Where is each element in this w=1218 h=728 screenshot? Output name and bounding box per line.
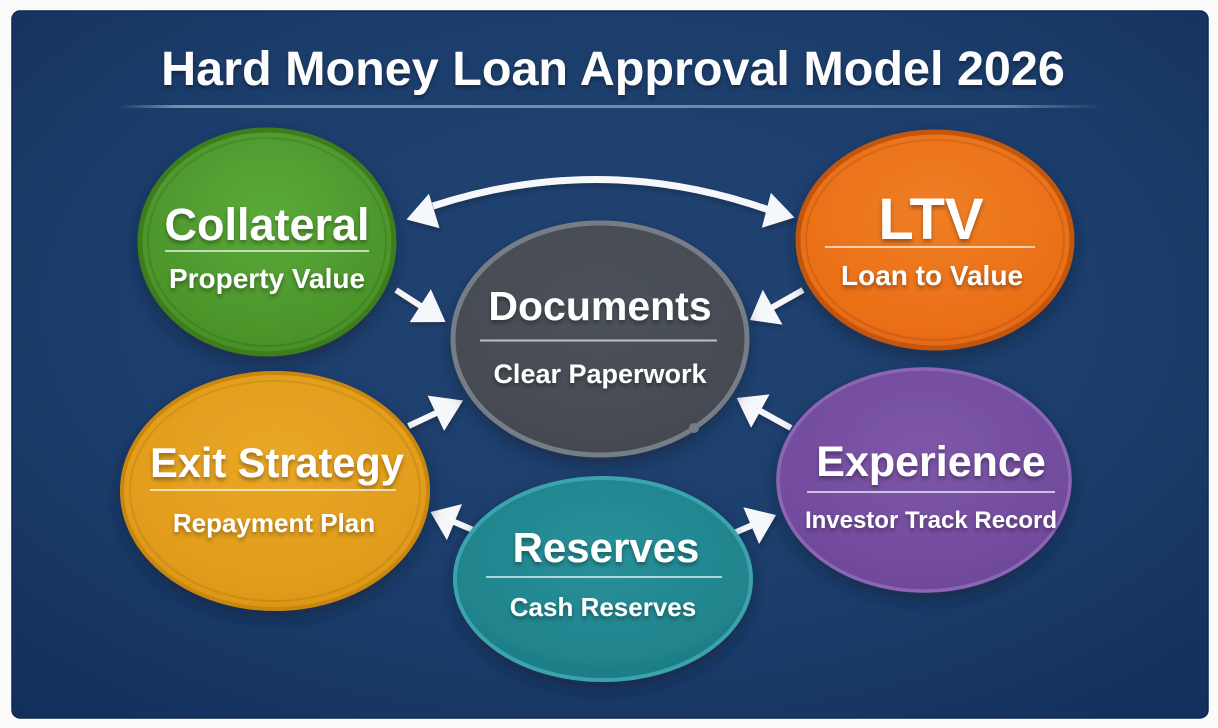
svg-text:Clear Paperwork: Clear Paperwork bbox=[493, 359, 707, 389]
svg-text:LTV: LTV bbox=[878, 187, 984, 252]
svg-text:Experience: Experience bbox=[816, 438, 1045, 486]
svg-text:Hard Money Loan Approval Model: Hard Money Loan Approval Model 2026 bbox=[161, 42, 1065, 96]
svg-text:Collateral: Collateral bbox=[164, 199, 369, 250]
svg-text:Property Value: Property Value bbox=[169, 263, 365, 294]
svg-text:Cash Reserves: Cash Reserves bbox=[510, 592, 696, 622]
svg-text:Loan to Value: Loan to Value bbox=[841, 260, 1023, 291]
svg-text:Reserves: Reserves bbox=[513, 524, 700, 571]
svg-text:Repayment Plan: Repayment Plan bbox=[173, 508, 375, 538]
svg-text:Documents: Documents bbox=[488, 283, 711, 329]
svg-text:Investor Track Record: Investor Track Record bbox=[805, 507, 1057, 534]
svg-text:Exit Strategy: Exit Strategy bbox=[150, 439, 404, 486]
